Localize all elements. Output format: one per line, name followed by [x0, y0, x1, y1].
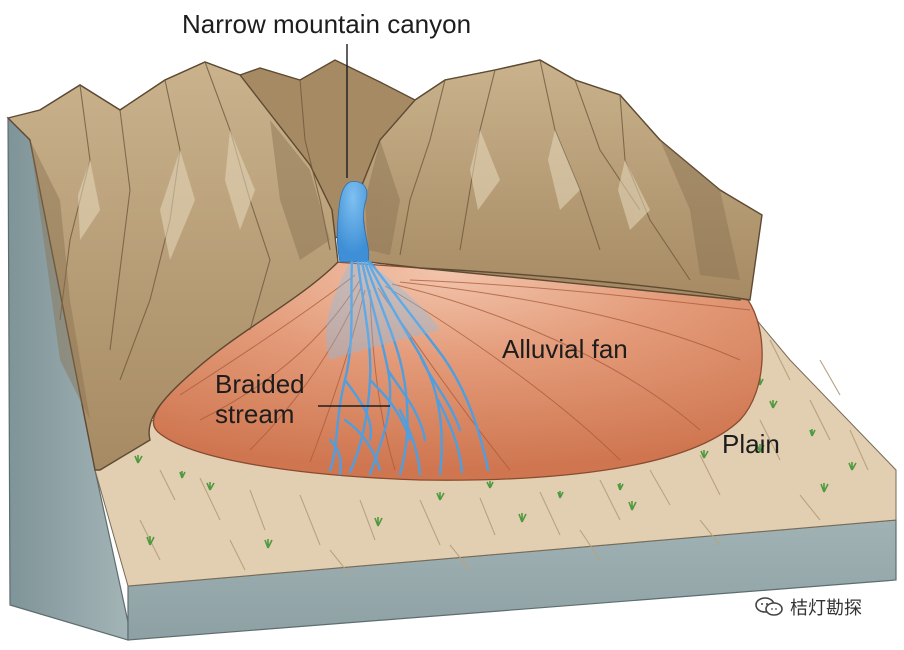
- canyon-label: Narrow mountain canyon: [182, 9, 472, 39]
- plain-label: Plain: [722, 429, 780, 459]
- braided-label-line2: stream: [215, 399, 295, 429]
- canyon-stream: [336, 181, 370, 263]
- mountain-range: [6, 59, 763, 471]
- braided-label-line1: Braided: [215, 369, 305, 399]
- stream-glow: [326, 262, 440, 360]
- chat-bubbles-icon: [755, 597, 783, 616]
- watermark: 桔灯勘探: [754, 594, 862, 620]
- alluvial-fan-label: Alluvial fan: [502, 334, 628, 364]
- fan-texture: [179, 274, 751, 471]
- braided-stream: [328, 260, 490, 476]
- plain-texture: [139, 339, 869, 576]
- braided-stream-label: Braided stream: [215, 369, 325, 429]
- watermark-text: 桔灯勘探: [790, 598, 862, 619]
